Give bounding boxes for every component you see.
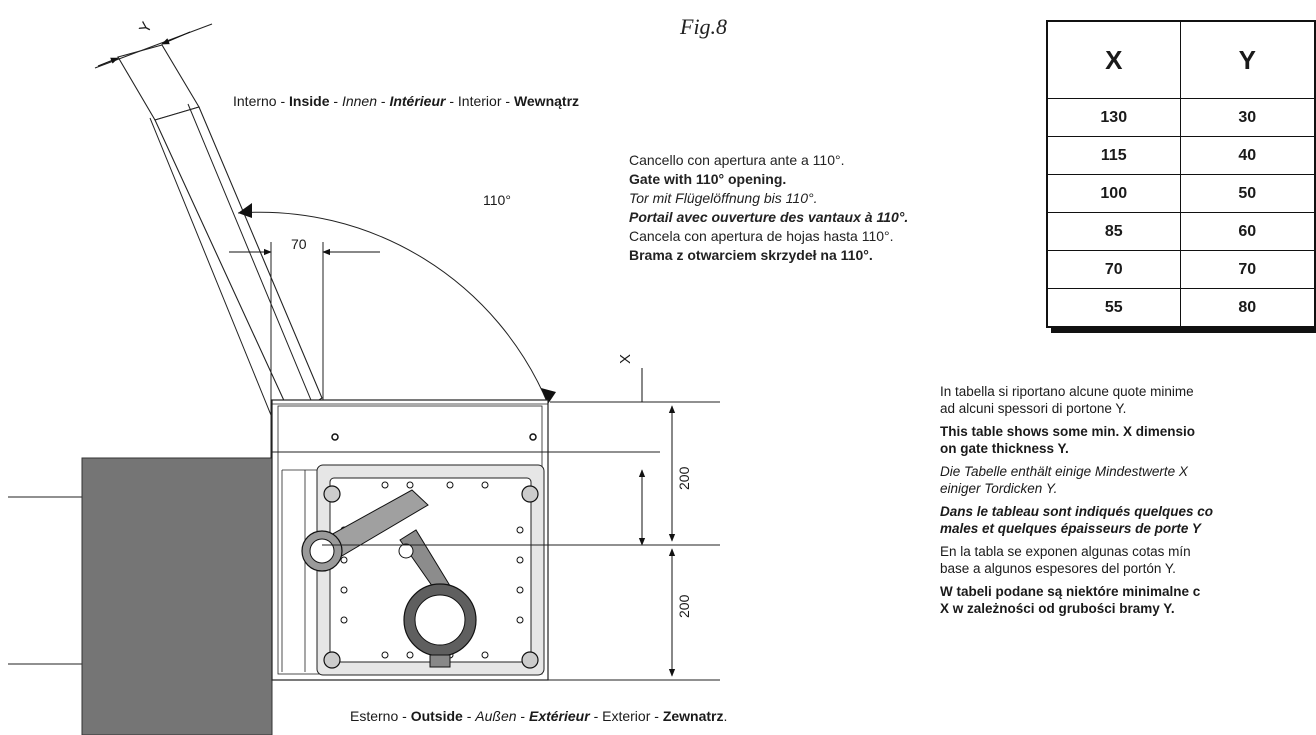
- note-es-line: base a algunos espesores del portón Y.: [940, 561, 1176, 576]
- table-cell-y: 50: [1179, 174, 1316, 213]
- gate-desc-de: Tor mit Flügelöffnung bis 110°.: [629, 190, 818, 206]
- table-cell-y: 30: [1179, 98, 1316, 137]
- table-cell-x: 130: [1046, 98, 1181, 137]
- gate-desc-pl: Brama z otwarciem skrzydeł na 110°.: [629, 247, 873, 263]
- note-es: En la tabla se exponen algunas cotas mín…: [940, 543, 1316, 577]
- gate-description: Cancello con apertura ante a 110°. Gate …: [629, 151, 908, 265]
- note-pl-line: W tabeli podane są niektóre minimalne c: [940, 584, 1201, 599]
- note-it-line: ad alcuni spessori di portone Y.: [940, 401, 1127, 416]
- note-fr-line: males et quelques épaisseurs de porte Y: [940, 521, 1201, 536]
- table-cell-x: 55: [1046, 288, 1181, 328]
- note-pl: W tabeli podane są niektóre minimalne c …: [940, 583, 1316, 617]
- outside-label: Esterno - Outside - Außen - Extérieur - …: [350, 708, 728, 724]
- table-header-y: Y: [1179, 20, 1316, 99]
- dimension-200: [272, 405, 720, 681]
- figure-label: Fig.8: [680, 14, 728, 39]
- note-en-line: on gate thickness Y.: [940, 441, 1069, 456]
- dimension-200-upper-label: 200: [676, 466, 692, 490]
- note-de-line: Die Tabelle enthält einige Mindestwerte …: [940, 464, 1188, 479]
- gate-desc-fr: Portail avec ouverture des vantaux à 110…: [629, 209, 909, 225]
- note-de: Die Tabelle enthält einige Mindestwerte …: [940, 463, 1316, 497]
- note-pl-line: X w zależności od grubości bramy Y.: [940, 601, 1175, 616]
- gate-desc-es: Cancela con apertura de hojas hasta 110°…: [629, 228, 894, 244]
- table-header-row: X Y: [1046, 20, 1316, 99]
- table-cell-x: 70: [1046, 250, 1181, 289]
- gate-desc-it: Cancello con apertura ante a 110°.: [629, 152, 845, 168]
- table-notes: In tabella si riportano alcune quote min…: [940, 383, 1316, 623]
- table-cell-x: 85: [1046, 212, 1181, 251]
- note-it-line: In tabella si riportano alcune quote min…: [940, 384, 1194, 399]
- dimension-y: [94, 23, 213, 69]
- note-fr-line: Dans le tableau sont indiqués quelques c…: [940, 504, 1214, 519]
- dimension-70-label: 70: [291, 236, 307, 252]
- note-it: In tabella si riportano alcune quote min…: [940, 383, 1316, 417]
- note-fr: Dans le tableau sont indiqués quelques c…: [940, 503, 1316, 537]
- note-es-line: En la tabla se exponen algunas cotas mín: [940, 544, 1191, 559]
- inside-label: Interno - Inside - Innen - Intérieur - I…: [233, 93, 580, 109]
- table-cell-y: 80: [1179, 288, 1316, 328]
- table-header-x: X: [1046, 20, 1181, 99]
- angle-arc: [237, 211, 549, 405]
- motor-arm: [301, 489, 477, 668]
- table-cell-x: 100: [1046, 174, 1181, 213]
- table-cell-x: 115: [1046, 136, 1181, 175]
- dimension-x: [550, 368, 720, 546]
- angle-label: 110°: [483, 192, 511, 208]
- table-cell-y: 60: [1179, 212, 1316, 251]
- note-en: This table shows some min. X dimensio on…: [940, 423, 1316, 457]
- gate-leaf: [117, 44, 341, 561]
- dimension-200-lower-label: 200: [676, 594, 692, 618]
- gate-desc-en: Gate with 110° opening.: [629, 171, 787, 187]
- table-cell-y: 40: [1179, 136, 1316, 175]
- pillar: [81, 457, 273, 735]
- note-de-line: einiger Tordicken Y.: [940, 481, 1058, 496]
- table-cell-y: 70: [1179, 250, 1316, 289]
- note-en-line: This table shows some min. X dimensio: [940, 424, 1196, 439]
- dimension-x-label: X: [617, 353, 634, 364]
